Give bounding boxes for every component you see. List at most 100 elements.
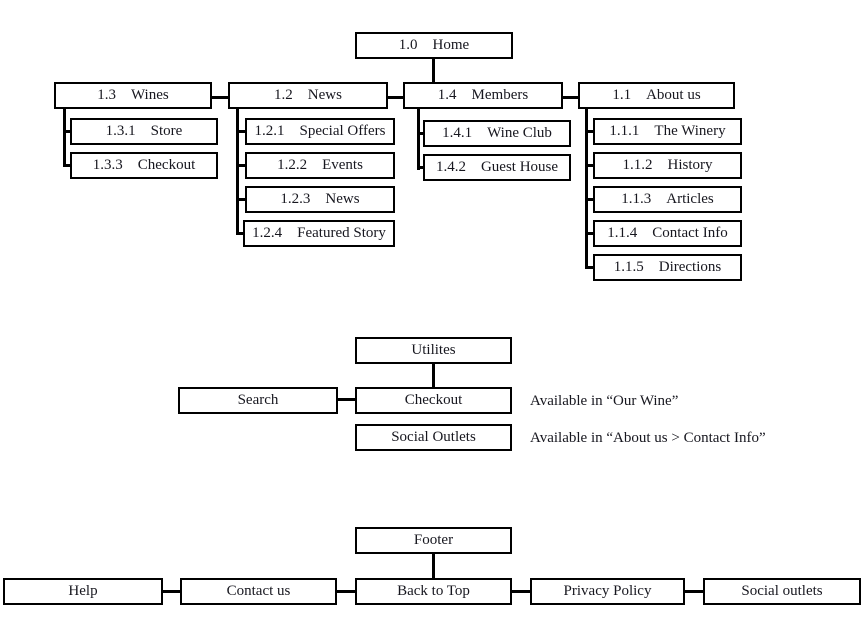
node-label: Back to Top — [397, 583, 470, 599]
connector-home-members — [432, 58, 435, 83]
node-label: Articles — [666, 191, 714, 207]
node-contact-us: Contact us — [180, 578, 337, 605]
node-id: 1.3 — [97, 87, 116, 103]
node-id: 1.1.2 — [622, 157, 653, 173]
node-label: Members — [471, 87, 529, 103]
node-store: 1.3.1 Store — [70, 118, 218, 145]
node-id: 1.3.3 — [92, 157, 123, 173]
node-history: 1.1.2 History — [593, 152, 742, 179]
connector-stub-news — [236, 198, 247, 201]
node-the-winery: 1.1.1 The Winery — [593, 118, 742, 145]
node-id: 1.1 — [612, 87, 632, 103]
node-id: 1.4.2 — [435, 159, 466, 175]
node-label: History — [667, 157, 713, 173]
node-footer: Footer — [355, 527, 512, 554]
connector-members-about — [561, 96, 578, 99]
node-label: Checkout — [404, 392, 463, 408]
node-label: Wines — [131, 87, 169, 103]
connector-stub-directions — [585, 266, 595, 269]
node-label: News — [307, 87, 342, 103]
connector-stub-guest-house — [417, 166, 425, 169]
connector-stub-articles — [585, 198, 595, 201]
connector-contact-backtotop — [335, 590, 355, 593]
node-social-outlets-footer: Social outlets — [703, 578, 861, 605]
node-label: The Winery — [654, 123, 726, 139]
node-id: 1.2.2 — [277, 157, 308, 173]
node-wines: 1.3 Wines — [54, 82, 212, 109]
connector-stub-checkout — [63, 164, 72, 167]
connector-stub-wine-club — [417, 132, 425, 135]
node-checkout-wines: 1.3.3 Checkout — [70, 152, 218, 179]
node-checkout-utility: Checkout — [355, 387, 512, 414]
node-id: 1.2.1 — [254, 123, 285, 139]
node-label: Checkout — [137, 157, 196, 173]
node-search: Search — [178, 387, 338, 414]
node-label: Home — [432, 37, 470, 53]
node-label: Events — [322, 157, 363, 173]
node-label: Social Outlets — [391, 429, 476, 445]
node-id: 1.0 — [398, 37, 418, 53]
node-label: Wine Club — [487, 125, 552, 141]
node-label: Store — [150, 123, 183, 139]
node-events: 1.2.2 Events — [245, 152, 395, 179]
connector-wines-news — [210, 96, 228, 99]
connector-utilities-checkout — [432, 363, 435, 388]
node-label: Footer — [413, 532, 454, 548]
node-special-offers: 1.2.1 Special Offers — [245, 118, 395, 145]
node-label: Contact Info — [652, 225, 728, 241]
node-id: 1.2.4 — [252, 225, 283, 241]
connector-news-members — [386, 96, 403, 99]
node-label: Contact us — [226, 583, 291, 599]
note-social-availability: Available in “About us > Contact Info” — [530, 430, 766, 446]
node-label: Search — [237, 392, 279, 408]
node-help: Help — [3, 578, 163, 605]
node-privacy-policy: Privacy Policy — [530, 578, 685, 605]
node-featured-story: 1.2.4 Featured Story — [243, 220, 395, 247]
note-checkout-availability: Available in “Our Wine” — [530, 393, 679, 409]
connector-stub-special-offers — [236, 130, 247, 133]
node-id: 1.4.1 — [442, 125, 473, 141]
node-back-to-top: Back to Top — [355, 578, 512, 605]
node-label: Special Offers — [299, 123, 386, 139]
node-wine-club: 1.4.1 Wine Club — [423, 120, 571, 147]
node-id: 1.4 — [437, 87, 457, 103]
node-contact-info: 1.1.4 Contact Info — [593, 220, 742, 247]
node-id: 1.2.3 — [280, 191, 311, 207]
connector-stub-featured-story — [236, 232, 247, 235]
connector-about-children — [585, 107, 588, 269]
node-label: Social outlets — [741, 583, 823, 599]
node-label: News — [325, 191, 360, 207]
node-guest-house: 1.4.2 Guest House — [423, 154, 571, 181]
node-id: 1.1.3 — [621, 191, 652, 207]
node-id: 1.1.4 — [607, 225, 638, 241]
node-members: 1.4 Members — [403, 82, 563, 109]
node-articles: 1.1.3 Articles — [593, 186, 742, 213]
node-label: About us — [646, 87, 701, 103]
connector-footer-backtotop — [432, 553, 435, 579]
connector-search-checkout — [336, 398, 355, 401]
node-id: 1.1.5 — [613, 259, 644, 275]
node-label: Help — [68, 583, 98, 599]
node-label: Guest House — [480, 159, 559, 175]
node-utilities: Utilites — [355, 337, 512, 364]
node-label: Directions — [658, 259, 722, 275]
connector-stub-events — [236, 164, 247, 167]
connector-help-contact — [161, 590, 180, 593]
node-about-us: 1.1 About us — [578, 82, 735, 109]
node-id: 1.2 — [274, 87, 293, 103]
node-id: 1.1.1 — [609, 123, 640, 139]
connector-privacy-social — [683, 590, 703, 593]
node-home: 1.0 Home — [355, 32, 513, 59]
node-news-child: 1.2.3 News — [245, 186, 395, 213]
node-directions: 1.1.5 Directions — [593, 254, 742, 281]
node-label: Utilites — [411, 342, 456, 358]
node-label: Privacy Policy — [563, 583, 652, 599]
connector-stub-contact-info — [585, 232, 595, 235]
connector-stub-the-winery — [585, 130, 595, 133]
connector-wines-children — [63, 107, 66, 167]
connector-news-children — [236, 107, 239, 235]
connector-stub-store — [63, 130, 72, 133]
node-social-outlets: Social Outlets — [355, 424, 512, 451]
connector-stub-history — [585, 164, 595, 167]
